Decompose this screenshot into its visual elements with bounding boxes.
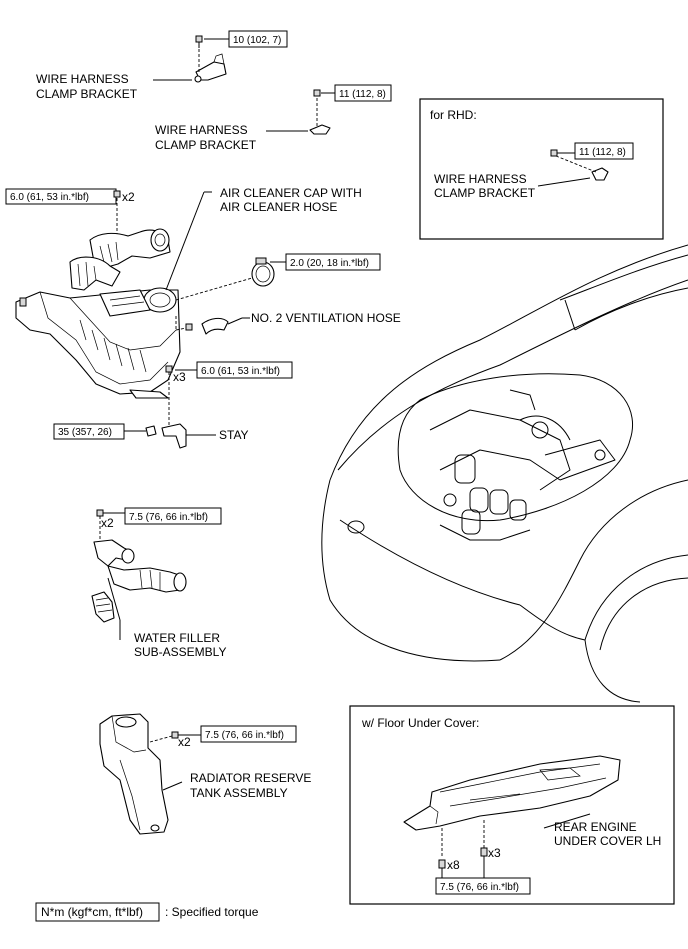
air-cleaner-assembly-illustration: 6.0 (61, 53 in.*lbf) x2	[5, 188, 286, 449]
legend-meaning: : Specified torque	[165, 905, 259, 919]
bracket-rhd-label-2: CLAMP BRACKET	[434, 186, 536, 200]
qty-filler: x2	[101, 516, 114, 530]
torque-legend: N*m (kgf*cm, ft*lbf) : Specified torque	[35, 902, 259, 922]
torque-value: 7.5 (76, 66 in.*lbf)	[440, 882, 519, 893]
stay-label: STAY	[219, 428, 249, 442]
floor-title: w/ Floor Under Cover:	[361, 716, 479, 730]
qty-cap: x2	[122, 190, 135, 204]
bracket-top-label-1: WIRE HARNESS	[36, 72, 129, 86]
qty-tank: x2	[178, 735, 191, 749]
qty-case: x3	[173, 370, 186, 384]
bracket-rhd-label-1: WIRE HARNESS	[434, 172, 527, 186]
radiator-reserve-tank-illustration: x2	[99, 713, 201, 835]
torque-label-tank: 7.5 (76, 66 in.*lbf)	[200, 725, 297, 743]
torque-label-case: 6.0 (61, 53 in.*lbf)	[196, 361, 293, 379]
torque-label-bracket-top: 10 (102, 7)	[228, 30, 288, 48]
torque-value: 6.0 (61, 53 in.*lbf)	[201, 366, 280, 377]
water-filler-illustration: x2	[91, 509, 187, 640]
radiator-tank-label-2: TANK ASSEMBLY	[190, 786, 288, 800]
torque-label-stay: 35 (357, 26)	[53, 423, 125, 440]
torque-value: 7.5 (76, 66 in.*lbf)	[129, 512, 208, 523]
torque-label-clamp: 2.0 (20, 18 in.*lbf)	[285, 253, 381, 271]
qty-cover-a: x8	[447, 858, 460, 872]
under-cover-label-2: UNDER COVER LH	[554, 834, 661, 848]
torque-label-bracket-mid: 11 (112, 8)	[334, 84, 392, 102]
legend-unit: N*m (kgf*cm, ft*lbf)	[41, 905, 143, 919]
torque-value: 6.0 (61, 53 in.*lbf)	[10, 192, 89, 203]
torque-value: 2.0 (20, 18 in.*lbf)	[290, 258, 369, 269]
rhd-variant-frame: for RHD: 11 (112, 8) WIRE HARNESS CLAMP …	[419, 98, 664, 240]
wire-harness-clamp-bracket-mid	[266, 89, 335, 135]
wire-harness-clamp-bracket-top	[153, 35, 229, 83]
water-filler-label-2: SUB-ASSEMBLY	[134, 645, 226, 659]
bracket-mid-label-2: CLAMP BRACKET	[155, 138, 257, 152]
torque-value: 11 (112, 8)	[579, 147, 626, 158]
bracket-top-label-2: CLAMP BRACKET	[36, 87, 138, 101]
torque-value: 35 (357, 26)	[58, 427, 112, 438]
floor-under-cover-frame: w/ Floor Under Cover: x8 x3 7.5 (76, 66 …	[349, 705, 675, 905]
torque-value: 10 (102, 7)	[233, 35, 281, 46]
under-cover-label-1: REAR ENGINE	[554, 820, 637, 834]
water-filler-label-1: WATER FILLER	[134, 631, 220, 645]
qty-cover-b: x3	[488, 846, 501, 860]
vent-hose-label: NO. 2 VENTILATION HOSE	[251, 311, 401, 325]
radiator-tank-label-1: RADIATOR RESERVE	[190, 771, 311, 785]
rhd-title: for RHD:	[430, 108, 477, 122]
air-cleaner-label-2: AIR CLEANER HOSE	[220, 200, 337, 214]
air-cleaner-label-1: AIR CLEANER CAP WITH	[220, 186, 362, 200]
torque-label-filler: 7.5 (76, 66 in.*lbf)	[124, 507, 222, 525]
torque-value: 7.5 (76, 66 in.*lbf)	[205, 730, 284, 741]
bracket-mid-label-1: WIRE HARNESS	[155, 123, 248, 137]
torque-value: 11 (112, 8)	[339, 89, 386, 100]
vehicle-front-illustration	[321, 244, 688, 703]
